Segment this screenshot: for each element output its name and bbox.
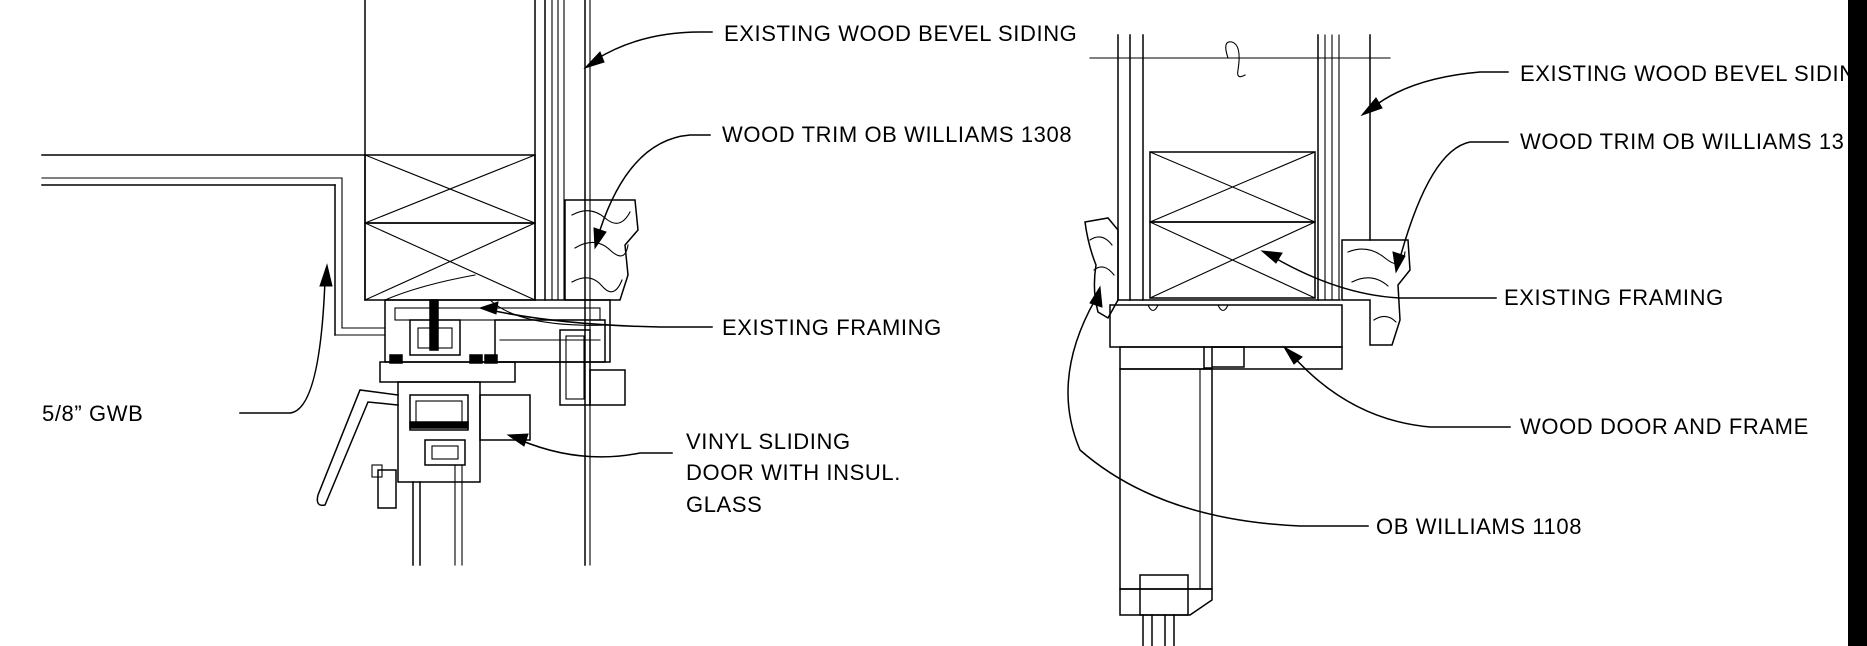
- sheet-border-bar: [1848, 0, 1867, 646]
- label-right-trim: WOOD TRIM OB WILLIAMS 13: [1520, 129, 1844, 154]
- left-wall-lines: [364, 0, 591, 566]
- left-vinyl-frame: [379, 299, 626, 406]
- left-door-panel: [397, 381, 531, 566]
- label-gwb: 5/8” GWB: [42, 401, 143, 426]
- left-leaders: [239, 31, 713, 458]
- label-vinyl-door-1: VINYL SLIDING: [686, 429, 851, 454]
- left-labels: EXISTING WOOD BEVEL SIDING WOOD TRIM OB …: [42, 21, 1077, 517]
- left-door-handle: [316, 389, 399, 509]
- left-gwb: [41, 154, 386, 336]
- right-door-frame: [1109, 304, 1343, 616]
- label-right-door-frame: WOOD DOOR AND FRAME: [1520, 414, 1809, 439]
- label-right-siding: EXISTING WOOD BEVEL SIDIN: [1520, 61, 1856, 86]
- right-break-line: [1089, 41, 1391, 78]
- left-framing-blocks: [364, 154, 536, 301]
- label-existing-wood-bevel-siding: EXISTING WOOD BEVEL SIDING: [724, 21, 1077, 46]
- right-wall-lines: [1117, 34, 1371, 301]
- right-labels: EXISTING WOOD BEVEL SIDIN WOOD TRIM OB W…: [1376, 61, 1856, 539]
- right-framing-blocks: [1117, 151, 1341, 301]
- right-glass-stop: [1139, 574, 1189, 646]
- label-wood-trim: WOOD TRIM OB WILLIAMS 1308: [722, 122, 1072, 147]
- label-vinyl-door-2: DOOR WITH INSUL.: [686, 460, 901, 485]
- label-ob-williams-1108: OB WILLIAMS 1108: [1376, 514, 1582, 539]
- left-detail: EXISTING WOOD BEVEL SIDING WOOD TRIM OB …: [41, 0, 1077, 566]
- label-existing-framing: EXISTING FRAMING: [722, 315, 942, 340]
- right-leaders: [1067, 71, 1511, 527]
- label-right-framing: EXISTING FRAMING: [1504, 285, 1724, 310]
- right-interior-trim: [1084, 217, 1119, 320]
- right-detail: EXISTING WOOD BEVEL SIDIN WOOD TRIM OB W…: [1067, 34, 1856, 646]
- left-wood-trim: [564, 199, 639, 301]
- label-vinyl-door-3: GLASS: [686, 492, 762, 517]
